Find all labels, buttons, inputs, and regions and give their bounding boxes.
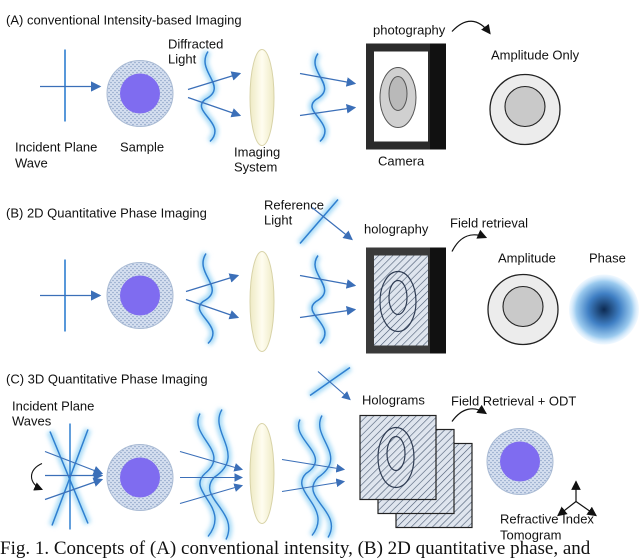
figure-caption: Fig. 1. Concepts of (A) conventional int…: [0, 538, 591, 559]
panel-c-incident-label-1: Incident Plane: [12, 399, 94, 414]
panel-b-reference-label-1: Reference: [264, 198, 324, 213]
panel-b-amplitude-label: Amplitude: [498, 251, 556, 266]
panel-c-scattered-waves: [179, 407, 244, 542]
panel-c-tomogram-label-1: Refractive Index: [500, 512, 594, 527]
panel-a-imaging-label-1: Imaging: [234, 145, 280, 160]
panel-b-focused-waves: [299, 253, 357, 346]
panel-c-incident-label-2: Waves: [12, 414, 52, 429]
panel-b-incident-wave: [40, 259, 102, 332]
panel-a-photography-label: photography: [373, 23, 446, 38]
panel-c-tomogram: [486, 428, 554, 495]
panel-c-lens: [249, 423, 275, 524]
panel-b-sample: [106, 262, 174, 329]
panel-a-incident-label-1: Incident Plane: [15, 140, 97, 155]
panel-b-holography-label: holography: [364, 222, 429, 237]
panel-b-field-retrieval-label: Field retrieval: [450, 216, 528, 231]
panel-a-diffracted-waves: [187, 49, 242, 144]
panel-a-incident-label-2: Wave: [15, 156, 48, 171]
panel-c-curved-arrow: [451, 404, 487, 422]
panel-a-amplitude-only-label: Amplitude Only: [491, 48, 580, 63]
panel-c-holograms-label: Holograms: [362, 393, 425, 408]
panel-c-sample: [106, 444, 174, 511]
panel-b-curved-arrow: [451, 229, 488, 252]
panel-b-reference-label-2: Light: [264, 213, 293, 228]
panel-a-lens: [249, 49, 275, 146]
panel-c-focused-waves: [281, 364, 353, 540]
panel-c-title: (C) 3D Quantitative Phase Imaging: [6, 372, 208, 387]
panel-b-hologram-camera: [366, 247, 446, 354]
panel-b-phase-image: [569, 274, 639, 345]
panel-a-camera-label: Camera: [378, 154, 425, 169]
panel-a-incident-wave: [40, 49, 102, 122]
panel-b-diffracted-waves: [185, 251, 240, 346]
panel-b-title: (B) 2D Quantitative Phase Imaging: [6, 206, 207, 221]
panel-a-imaging-label-2: System: [234, 160, 277, 175]
panel-c-incident-waves: [30, 423, 104, 530]
panel-a-diffracted-label-1: Diffracted: [168, 37, 223, 52]
panel-c-hologram-stack: [359, 414, 473, 529]
panel-a-title: (A) conventional Intensity-based Imaging: [6, 13, 242, 28]
panel-a-diffracted-label-2: Light: [168, 52, 197, 67]
panel-b-amplitude-image: [487, 273, 559, 346]
panel-a-amplitude-image: [489, 73, 561, 146]
panel-a-camera: [366, 43, 446, 150]
panel-c-field-retrieval-label: Field Retrieval + ODT: [451, 394, 576, 409]
panel-a-sample-label: Sample: [120, 140, 164, 155]
panel-a-curved-arrow: [451, 20, 491, 35]
panel-b-phase-label: Phase: [589, 251, 626, 266]
panel-c-tomogram-label-2: Tomogram: [500, 528, 561, 543]
panel-a-focused-waves: [299, 51, 357, 144]
panel-b-lens: [249, 251, 275, 352]
panel-a-sample: [106, 60, 174, 127]
panel-b-reference-beam: [297, 197, 353, 246]
axes-3d-icon: [557, 480, 597, 517]
